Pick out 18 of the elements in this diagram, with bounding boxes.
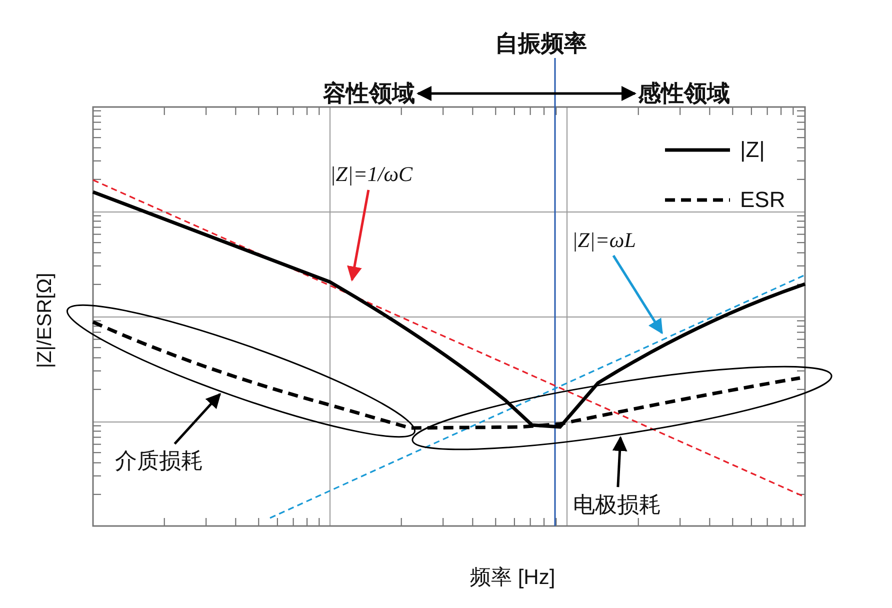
double-arrow	[416, 86, 636, 101]
annotation-label: 电极损耗	[573, 490, 661, 520]
formula-label: |Z|=1/ωC	[330, 162, 413, 187]
legend-label: ESR	[740, 187, 786, 213]
legend-label: |Z|	[740, 137, 765, 163]
axis-title: 频率 [Hz]	[470, 565, 556, 591]
ellipse-outline	[412, 366, 832, 450]
region-label: 感性领域	[638, 78, 730, 109]
arrow	[174, 392, 221, 445]
ellipse-outline	[66, 304, 416, 438]
resonance-label: 自振频率	[495, 29, 587, 58]
arrow	[612, 436, 628, 488]
axis-title: |Z|/ESR[Ω]	[34, 272, 57, 368]
region-label: 容性领域	[323, 78, 415, 109]
leader-arrow	[347, 190, 370, 282]
leader-arrow	[612, 254, 664, 334]
annotation-label: 介质损耗	[115, 446, 203, 476]
formula-label: |Z|=ωL	[572, 228, 636, 253]
